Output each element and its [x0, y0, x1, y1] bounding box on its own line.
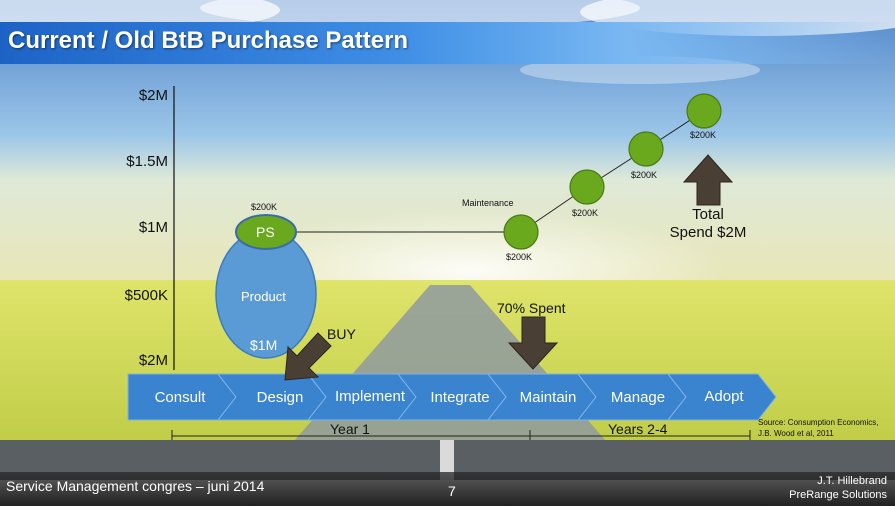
ps-node — [235, 214, 297, 250]
author-name: J.T. Hillebrand — [817, 475, 887, 487]
buy-label: BUY — [327, 326, 356, 342]
total-line1: Total — [692, 206, 724, 223]
total-line2: Spend $2M — [669, 224, 747, 241]
step-label-maintain: Maintain — [519, 389, 577, 406]
maintenance-value-1: $200K — [506, 252, 533, 262]
maintenance-value-4: $200K — [690, 130, 717, 140]
footer-event: Service Management congres – juni 2014 — [6, 478, 265, 494]
maintenance-node-3 — [628, 131, 664, 167]
step-chevron-adopt — [666, 373, 777, 421]
maintenance-value-3: $200K — [631, 170, 658, 180]
maintenance-node-4 — [686, 93, 722, 129]
maintenance-trend-line — [520, 110, 705, 233]
spent-arrow — [507, 316, 559, 370]
step-label-manage: Manage — [610, 389, 666, 406]
source-line1: Source: Consumption Economics, — [758, 418, 879, 427]
maintenance-node-1 — [503, 214, 539, 250]
product-label: Product — [241, 289, 286, 304]
step-label-adopt: Adopt — [704, 388, 744, 405]
maintenance-node-2 — [569, 169, 605, 205]
ps-label: PS — [256, 224, 275, 240]
step-label-consult: Consult — [154, 389, 206, 406]
step-label-design: Design — [256, 389, 304, 406]
maintenance-value-2: $200K — [572, 208, 599, 218]
title-band — [0, 22, 895, 64]
year1-label: Year 1 — [330, 421, 370, 437]
y-tick-label: $500K — [124, 287, 168, 304]
step-label-implement: Implement — [334, 388, 406, 405]
y-tick-label: $1M — [138, 219, 168, 236]
footer-bar — [0, 472, 895, 506]
y-tick-label: $2M — [138, 352, 168, 369]
years2-4-label: Years 2-4 — [608, 421, 668, 437]
step-label-integrate: Integrate — [430, 389, 490, 406]
footer-author: J.T. Hillebrand PreRange Solutions — [789, 474, 887, 502]
page-number: 7 — [448, 483, 456, 499]
author-company: PreRange Solutions — [789, 489, 887, 501]
y-tick-label: $2M — [138, 87, 168, 104]
source-line2: J.B. Wood et al, 2011 — [758, 429, 834, 438]
ps-value-label: $200K — [251, 202, 278, 212]
spent-label: 70% Spent — [497, 300, 566, 316]
total-arrow — [682, 154, 734, 206]
buy-arrow — [284, 332, 332, 381]
y-tick-label: $1.5M — [126, 153, 168, 170]
maintenance-label: Maintenance — [462, 198, 514, 208]
slide-title: Current / Old BtB Purchase Pattern — [8, 27, 409, 54]
product-value: $1M — [250, 337, 278, 353]
